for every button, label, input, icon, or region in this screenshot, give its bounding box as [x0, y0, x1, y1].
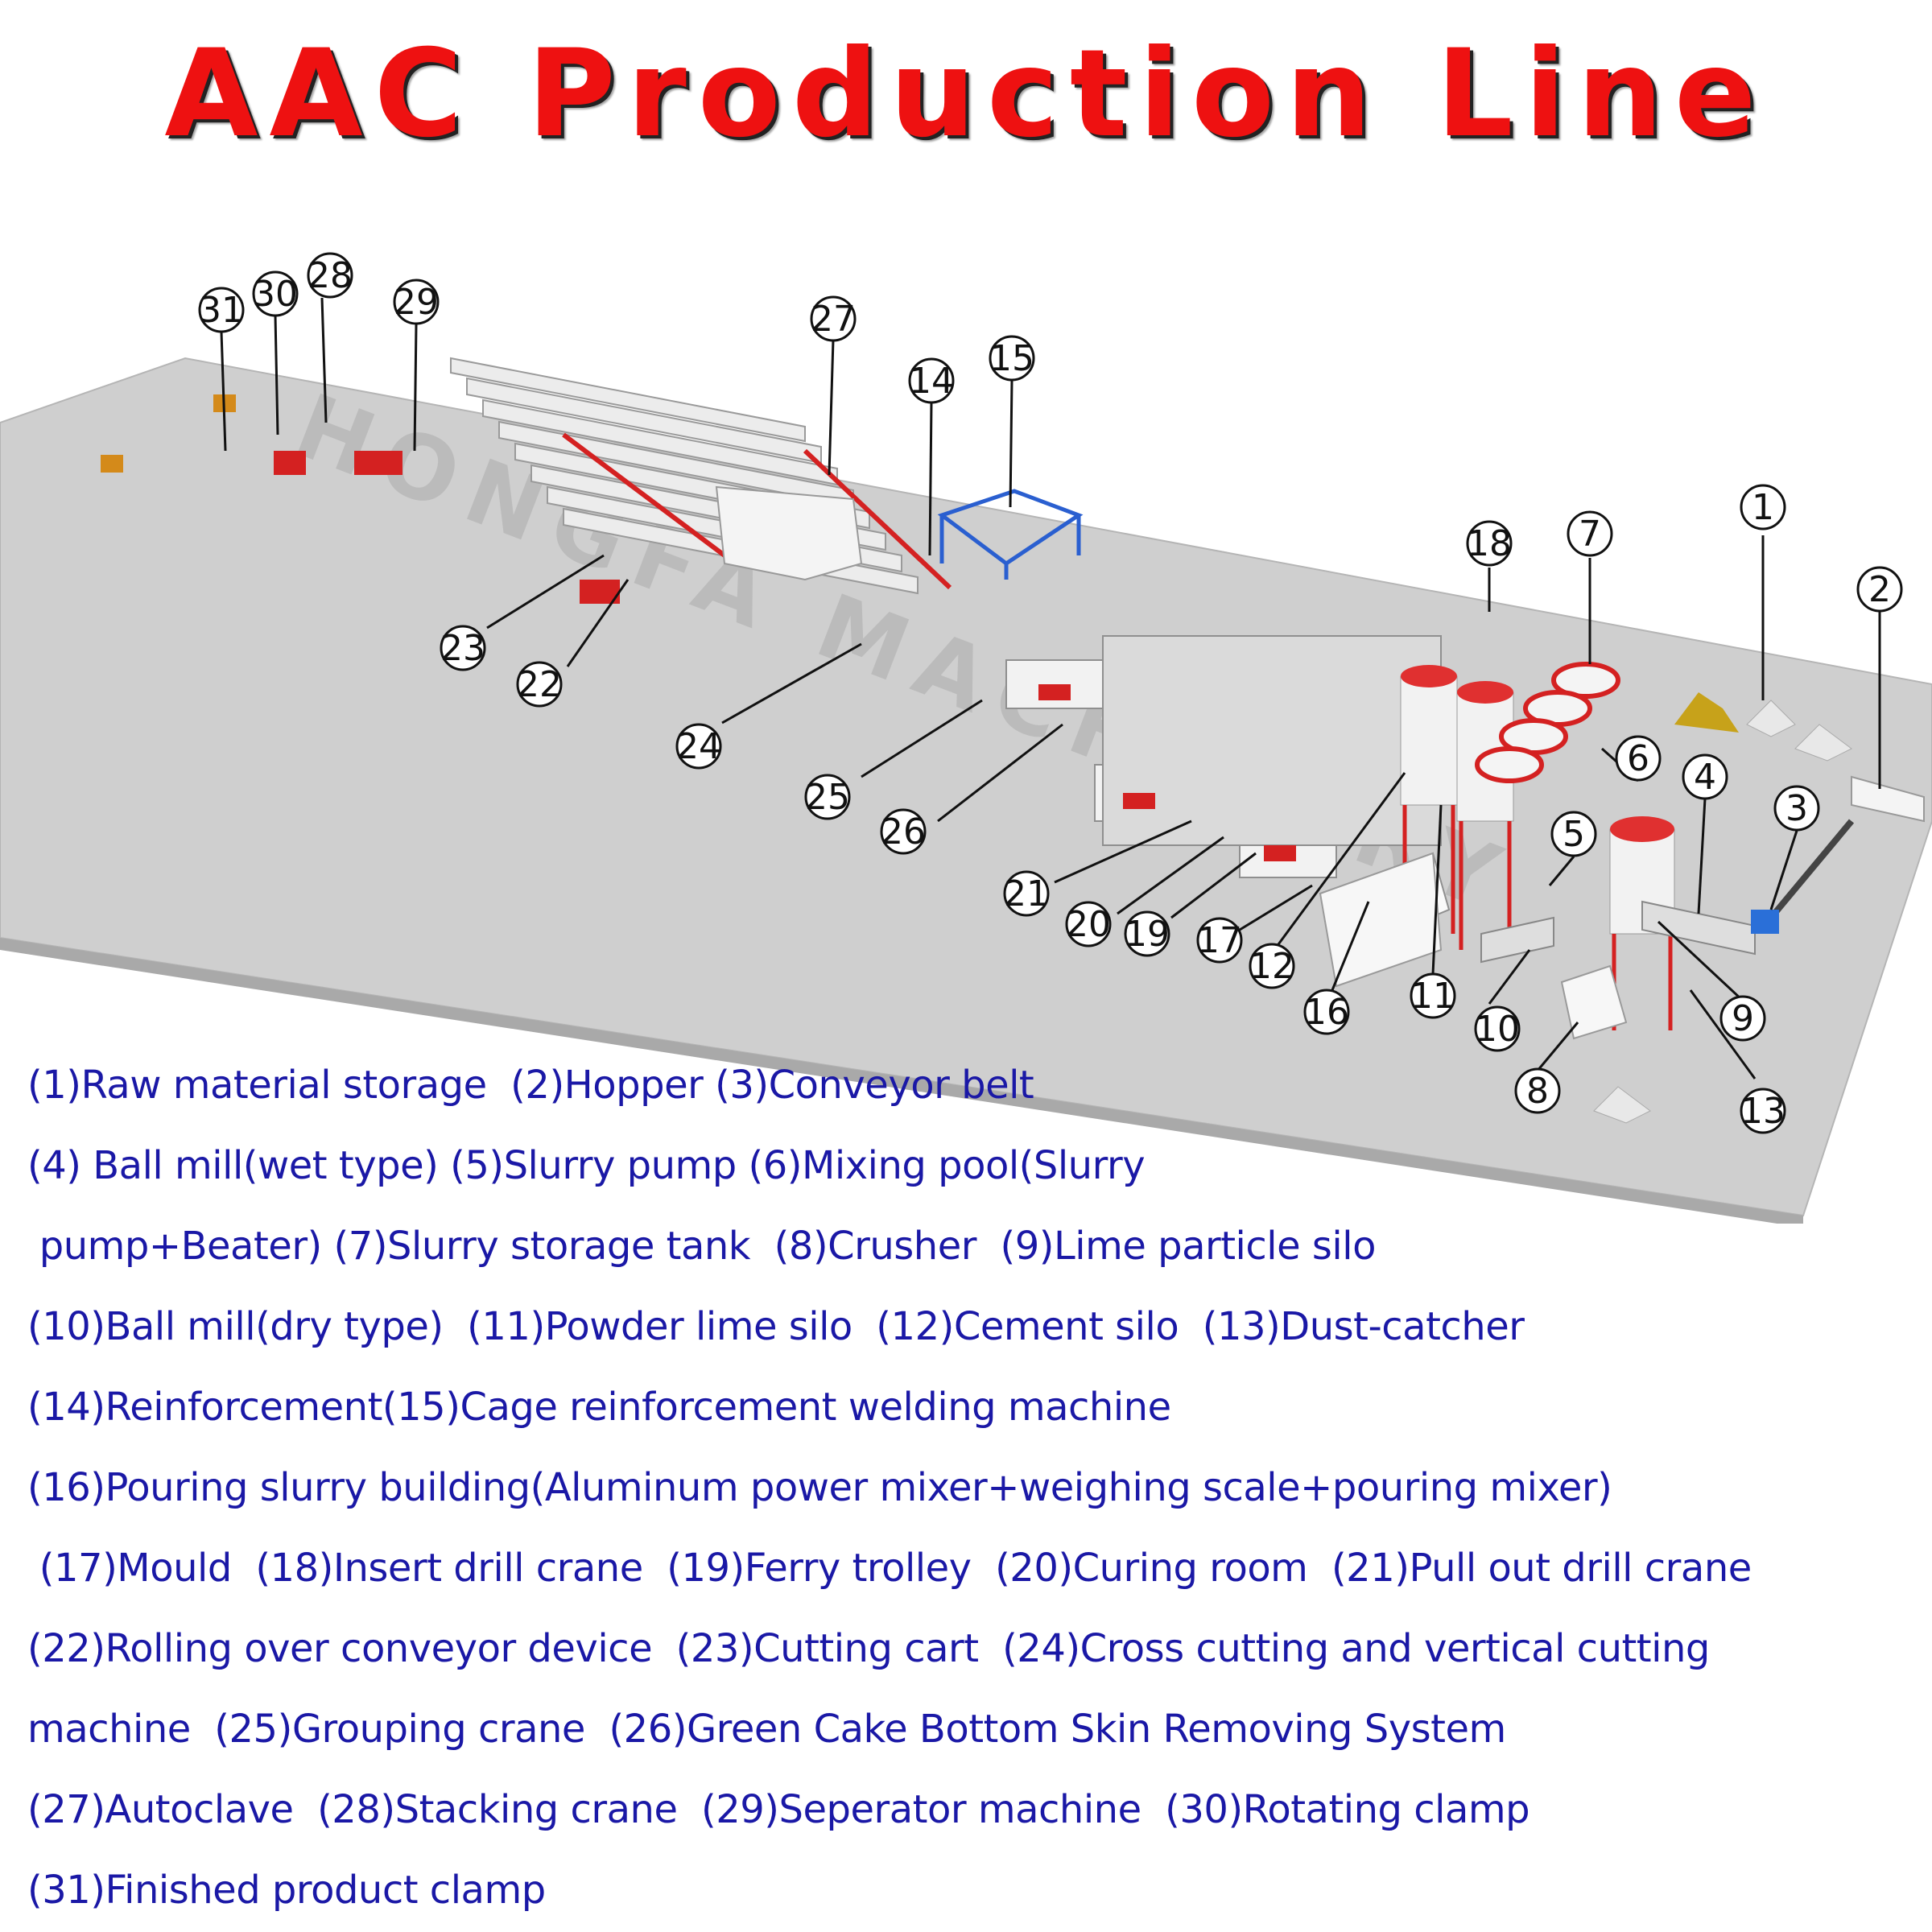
callout-26: 26	[881, 811, 926, 852]
callout-30: 30	[253, 274, 298, 315]
legend-line: (17)Mould (18)Insert drill crane (19)Fer…	[27, 1528, 1911, 1608]
callout-9: 9	[1732, 998, 1754, 1039]
legend-line: pump+Beater) (7)Slurry storage tank (8)C…	[27, 1206, 1911, 1286]
callout-10: 10	[1475, 1009, 1520, 1050]
callout-23: 23	[440, 628, 485, 669]
legend-line: (10)Ball mill(dry type) (11)Powder lime …	[27, 1286, 1911, 1367]
callout-17: 17	[1197, 920, 1242, 961]
callout-19: 19	[1125, 914, 1170, 955]
callout-20: 20	[1066, 904, 1111, 945]
callout-25: 25	[805, 777, 850, 818]
autoclave-building	[716, 487, 861, 580]
legend-line: (4) Ball mill(wet type) (5)Slurry pump (…	[27, 1125, 1911, 1206]
blue-unit	[1751, 910, 1779, 934]
callout-11: 11	[1410, 976, 1455, 1017]
callout-27: 27	[811, 299, 856, 340]
legend-line: (31)Finished product clamp	[27, 1850, 1911, 1930]
legend-line: (1)Raw material storage (2)Hopper (3)Con…	[27, 1045, 1911, 1125]
callout-4: 4	[1694, 757, 1716, 798]
callout-31: 31	[199, 290, 244, 331]
callout-14: 14	[909, 361, 954, 402]
callout-22: 22	[517, 664, 562, 705]
callout-16: 16	[1304, 992, 1349, 1033]
callout-2: 2	[1868, 569, 1891, 610]
callout-15: 15	[989, 338, 1034, 379]
legend-line: (27)Autoclave (28)Stacking crane (29)Sep…	[27, 1769, 1911, 1850]
legend-line: (16)Pouring slurry building(Aluminum pow…	[27, 1447, 1911, 1528]
callout-29: 29	[394, 282, 439, 323]
callout-24: 24	[676, 726, 721, 767]
callout-3: 3	[1785, 788, 1808, 829]
callout-6: 6	[1627, 738, 1649, 779]
legend-line: (22)Rolling over conveyor device (23)Cut…	[27, 1608, 1911, 1689]
production-line-diagram: HONGFA MACHINERY	[0, 0, 1932, 1224]
forklift-icon	[101, 455, 123, 473]
callout-21: 21	[1004, 873, 1049, 914]
callout-1: 1	[1752, 487, 1774, 528]
legend-line: machine (25)Grouping crane (26)Green Cak…	[27, 1689, 1911, 1769]
equipment-legend: (1)Raw material storage (2)Hopper (3)Con…	[27, 1045, 1911, 1930]
legend-line: (14)Reinforcement(15)Cage reinforcement …	[27, 1367, 1911, 1447]
callout-28: 28	[308, 255, 353, 296]
callout-5: 5	[1563, 814, 1585, 855]
callout-18: 18	[1467, 523, 1512, 564]
callout-12: 12	[1249, 946, 1294, 987]
callout-7: 7	[1579, 514, 1601, 555]
